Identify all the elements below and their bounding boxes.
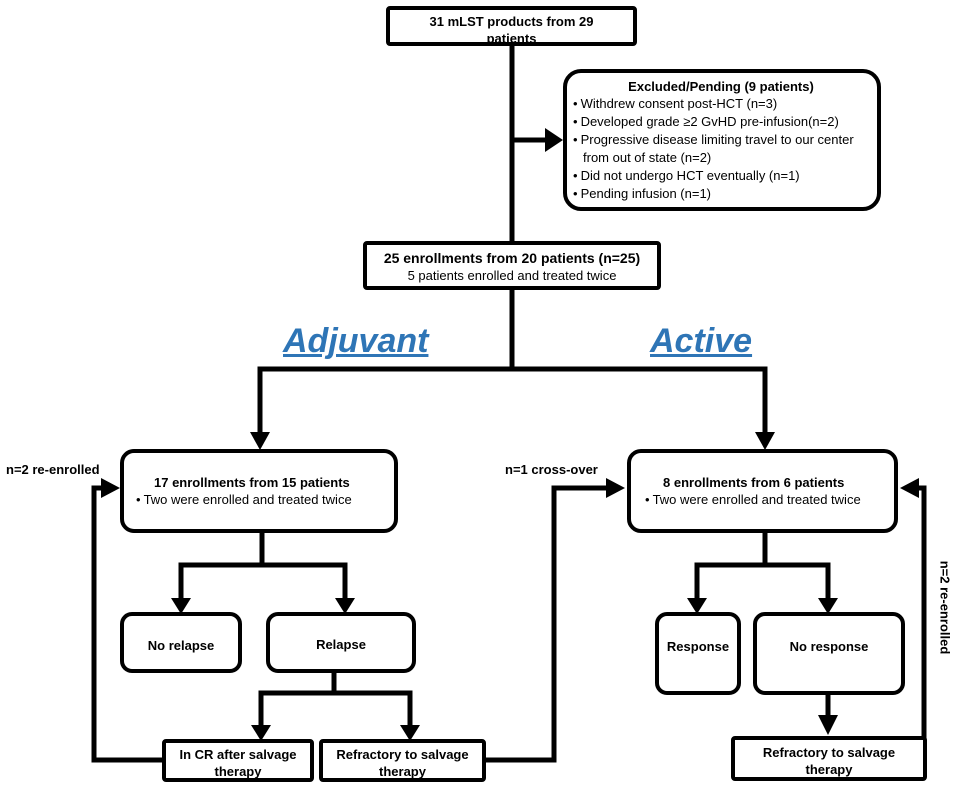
adjuvant-refractory-box: Refractory to salvage therapy [319, 739, 486, 782]
arrowhead-no-response [818, 598, 838, 614]
excluded-item: Pending infusion (n=1) [573, 185, 869, 203]
connector-relapse-refractory [334, 690, 413, 727]
excluded-item: Did not undergo HCT eventually (n=1) [573, 167, 869, 185]
connector-crossover [484, 485, 608, 763]
relapse-box: Relapse [266, 612, 416, 673]
adjuvant-refractory-label: Refractory to salvage therapy [336, 747, 469, 779]
active-reenroll-label: n=2 re-enrolled [937, 560, 953, 655]
arrowhead-active [755, 432, 775, 450]
connector-active-reenroll [917, 485, 927, 757]
adjuvant-enrollment-box: 17 enrollments from 15 patients Two were… [120, 449, 398, 533]
connector-relapse-children [258, 671, 337, 727]
response-box: Response [655, 612, 741, 695]
arrowhead-response [687, 598, 707, 614]
arrowhead-adjuvant [250, 432, 270, 450]
connector-adjuvant-children [178, 531, 265, 600]
in-cr-box: In CR after salvage therapy [162, 739, 314, 782]
connector-adjuvant-relapse [262, 562, 348, 600]
response-label: Response [666, 639, 730, 654]
no-response-box: No response [753, 612, 905, 695]
arrowhead-excluded [545, 128, 563, 152]
arrowhead-crossover [606, 478, 625, 498]
connector-active-children [694, 531, 768, 600]
excluded-item: Withdrew consent post-HCT (n=3) [573, 95, 869, 113]
adjuvant-box-title: 17 enrollments from 15 patients [154, 475, 350, 490]
enrollment-box: 25 enrollments from 20 patients (n=25) 5… [363, 241, 661, 290]
no-relapse-box: No relapse [120, 612, 242, 673]
top-box: 31 mLST products from 29 patients [386, 6, 637, 46]
crossover-label: n=1 cross-over [505, 462, 598, 477]
in-cr-label: In CR after salvage therapy [179, 747, 297, 779]
adjuvant-box-list: Two were enrolled and treated twice [136, 491, 386, 509]
relapse-label: Relapse [316, 637, 366, 652]
connector-adjuvant-reenroll [91, 485, 164, 763]
arrowhead-relapse [335, 598, 355, 614]
top-box-title: 31 mLST products from 29 patients [429, 14, 594, 46]
excluded-title: Excluded/Pending (9 patients) [628, 79, 814, 94]
active-box-item: Two were enrolled and treated twice [645, 491, 888, 509]
excluded-item: Progressive disease limiting travel to o… [573, 131, 869, 167]
arrowhead-no-relapse [171, 598, 191, 614]
enrollment-subtitle: 5 patients enrolled and treated twice [407, 268, 617, 283]
active-box-title: 8 enrollments from 6 patients [663, 475, 845, 490]
connector-active-noresponse [765, 562, 831, 600]
excluded-item: Developed grade ≥2 GvHD pre-infusion(n=2… [573, 113, 869, 131]
excluded-box: Excluded/Pending (9 patients) Withdrew c… [563, 69, 881, 211]
enrollment-title: 25 enrollments from 20 patients (n=25) [383, 250, 641, 266]
active-enrollment-box: 8 enrollments from 6 patients Two were e… [627, 449, 898, 533]
active-box-list: Two were enrolled and treated twice [645, 491, 888, 509]
excluded-list: Withdrew consent post-HCT (n=3) Develope… [573, 95, 869, 203]
adjuvant-reenroll-label: n=2 re-enrolled [6, 462, 100, 477]
adjuvant-box-item: Two were enrolled and treated twice [136, 491, 386, 509]
adjuvant-label: Adjuvant [283, 322, 429, 360]
arrowhead-in-cr [251, 725, 271, 741]
no-relapse-label: No relapse [147, 638, 215, 653]
arrowhead-adj-reenroll [101, 478, 120, 498]
arrowhead-act-reenroll [900, 478, 919, 498]
active-label: Active [650, 322, 753, 360]
no-response-label: No response [789, 639, 869, 654]
connector-split [257, 366, 768, 435]
arrowhead-act-refractory [818, 715, 838, 735]
arrowhead-adj-refractory [400, 725, 420, 741]
active-refractory-box: Refractory to salvage therapy [731, 736, 927, 781]
active-refractory-label: Refractory to salvage therapy [762, 745, 896, 777]
